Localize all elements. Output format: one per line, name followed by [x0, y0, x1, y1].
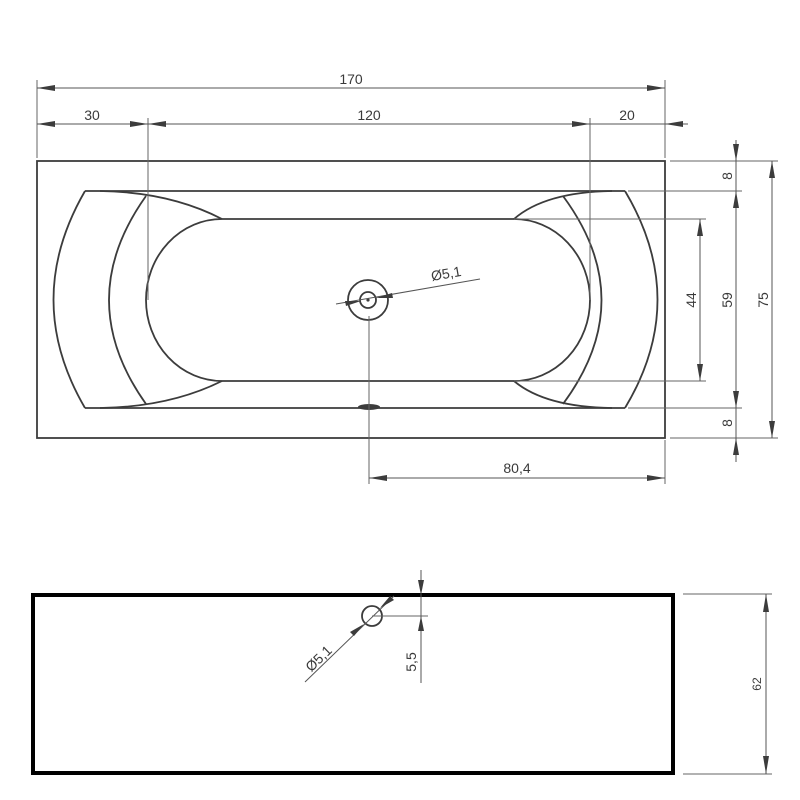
side-view: Ø5,1 5,5 62 — [31, 570, 772, 775]
drain-arrow-right — [376, 293, 393, 298]
basin-width-label: 44 — [683, 292, 699, 308]
dimension-chain: 30 120 20 — [37, 107, 688, 127]
left-upper-flare — [99, 190, 223, 220]
dimension-overall-width: 75 — [755, 161, 775, 438]
tub-side-outline — [31, 593, 675, 775]
inner-width-label: 59 — [719, 292, 735, 308]
drain-diameter-label: Ø5,1 — [430, 263, 463, 284]
right-upper-flare — [513, 190, 613, 220]
overflow-arrow-lower — [350, 624, 364, 636]
left-lower-flare — [99, 380, 223, 409]
basin-length-label: 120 — [357, 107, 381, 123]
right-outer-arc — [624, 190, 659, 409]
right-lower-flare — [513, 380, 613, 409]
drain-diameter-leader — [335, 278, 481, 305]
overall-height-label: 62 — [750, 677, 764, 691]
dimension-rim-chain: 8 59 8 — [719, 140, 739, 462]
dimension-overflow-height: 5,5 — [403, 570, 424, 683]
left-end-label: 30 — [84, 107, 100, 123]
overflow-height-label: 5,5 — [403, 652, 419, 672]
drain-offset-label: 80,4 — [503, 460, 530, 476]
dimension-basin-width: 44 — [683, 219, 703, 381]
top-view: Ø5,1 170 30 120 — [36, 71, 778, 484]
rim-top-label: 8 — [719, 172, 735, 180]
drain-center-dot — [366, 298, 370, 302]
drain-arrow-left — [345, 301, 361, 306]
left-middle-arc — [108, 195, 147, 405]
tub-outer-outline — [36, 160, 666, 439]
dimension-overall-height: 62 — [750, 594, 769, 774]
overflow-diameter-leader — [304, 595, 395, 683]
drain-outer-ring — [347, 279, 389, 321]
left-outer-arc — [52, 190, 86, 409]
rim-bottom-label: 8 — [719, 419, 735, 427]
right-middle-arc — [562, 195, 603, 405]
dimension-drain-offset: 80,4 — [369, 460, 665, 481]
dimension-overall-length: 170 — [37, 71, 665, 91]
overall-length-label: 170 — [339, 71, 363, 87]
right-end-label: 20 — [619, 107, 635, 123]
overflow-arrow-upper — [380, 596, 394, 608]
overall-width-label: 75 — [755, 292, 771, 308]
